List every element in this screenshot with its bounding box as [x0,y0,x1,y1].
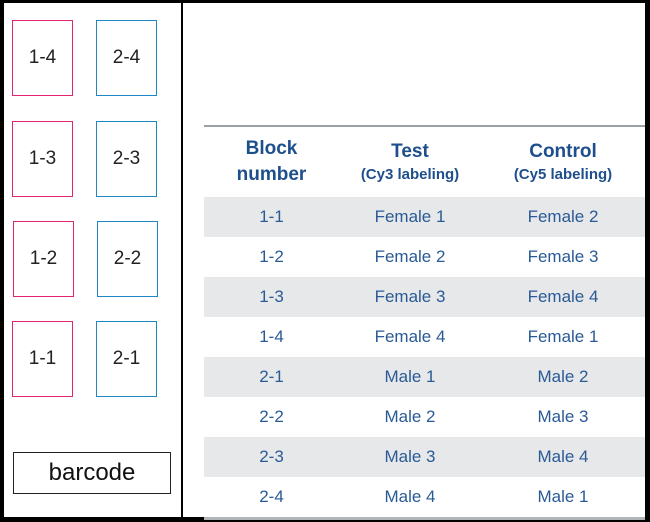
header-subline: (Cy3 labeling) [360,166,460,183]
block-2-2: 2-2 [97,221,158,297]
cell-test: Male 1 [339,357,481,397]
cell-control: Female 1 [527,327,599,346]
block-label: 1-1 [28,348,57,369]
header-test: Test (Cy3 labeling) [339,126,481,197]
header-control: Control (Cy5 labeling) [481,126,645,197]
block-label: 1-3 [28,148,57,169]
header-line: Test [391,141,429,162]
block-assignment-table: Block number Test (Cy3 labeling) Control… [204,125,645,520]
block-1-3: 1-3 [12,121,73,197]
cell-block: 1-3 [204,277,339,317]
block-label: 2-4 [112,47,141,68]
cell-control: Male 4 [481,437,645,477]
cell-control: Female 2 [481,197,645,237]
cell-block: 2-1 [204,357,339,397]
cell-test: Female 2 [374,247,446,266]
cell-control: Female 3 [527,247,599,266]
cell-test: Male 2 [384,407,436,426]
cell-block: 2-3 [204,437,339,477]
block-label: 2-1 [112,348,141,369]
block-1-4: 1-4 [12,20,73,96]
header-line: number [236,164,307,185]
block-2-4: 2-4 [96,20,157,96]
cell-control: Female 4 [481,277,645,317]
block-1-2: 1-2 [13,221,74,297]
table-header-row: Block number Test (Cy3 labeling) Control… [204,126,645,197]
block-2-3: 2-3 [96,121,157,197]
cell-test: Male 3 [339,437,481,477]
table-row: 1-2 Female 2 Female 3 [204,237,645,277]
cell-block: 1-4 [259,327,284,346]
table-row: 2-2 Male 2 Male 3 [204,397,645,437]
barcode-label: barcode [13,452,171,494]
header-line: Block [245,138,298,159]
block-1-1: 1-1 [12,321,73,397]
block-2-1: 2-1 [96,321,157,397]
cell-block: 2-2 [259,407,284,426]
cell-block: 1-2 [259,247,284,266]
cell-test: Female 4 [374,327,446,346]
header-line: Control [529,141,597,162]
cell-test: Female 1 [339,197,481,237]
cell-block: 1-1 [204,197,339,237]
block-label: 2-2 [113,248,142,269]
table-row: 1-4 Female 4 Female 1 [204,317,645,357]
cell-test: Male 4 [339,477,481,520]
assignment-panel: Block number Test (Cy3 labeling) Control… [183,3,645,520]
block-label: 1-4 [28,47,57,68]
microarray-slide: 1-4 2-4 1-3 2-3 1-2 2-2 1-1 2-1 barcode [4,3,181,517]
header-block-number: Block number [204,126,339,197]
cell-control: Male 1 [481,477,645,520]
cell-test: Female 3 [339,277,481,317]
block-label: 1-2 [29,248,58,269]
block-label: 2-3 [112,148,141,169]
cell-block: 2-4 [204,477,339,520]
cell-control: Male 2 [481,357,645,397]
cell-control: Male 3 [537,407,589,426]
header-subline: (Cy5 labeling) [513,166,613,183]
